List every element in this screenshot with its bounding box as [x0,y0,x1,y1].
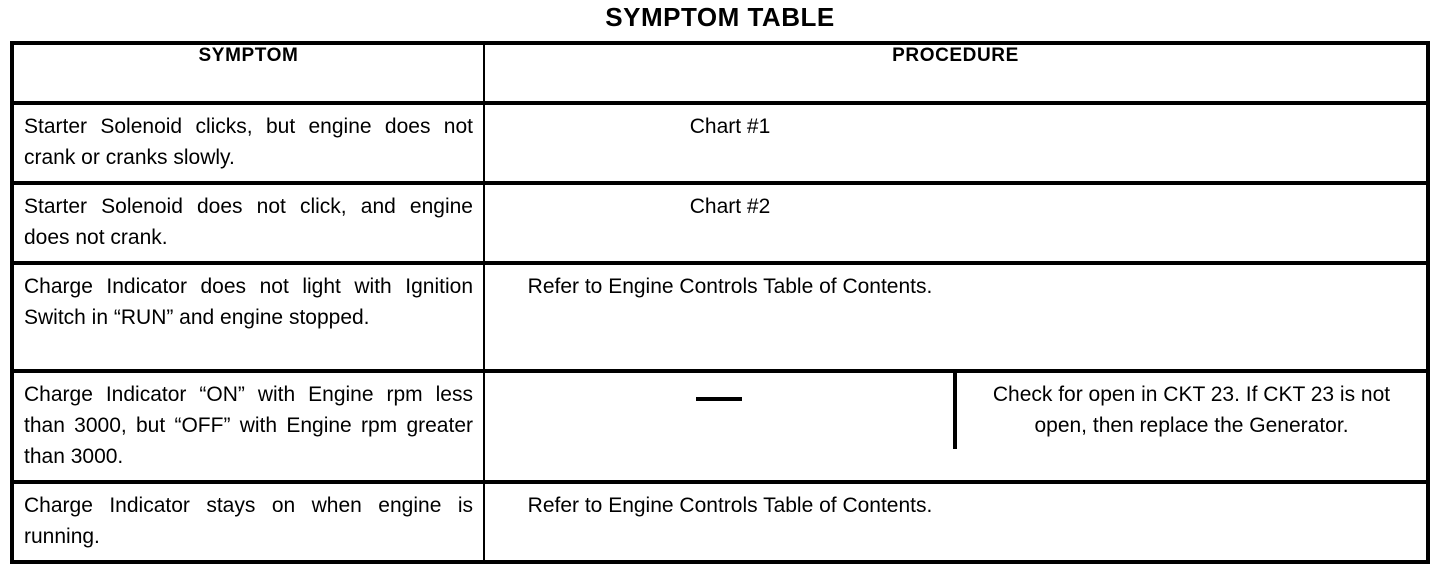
procedure-cell: Chart #2 [483,181,1429,264]
procedure-text: Refer to Engine Controls Table of Conten… [527,494,933,517]
table-row: Starter Solenoid clicks, but engine does… [11,101,1429,184]
procedure-cell: Refer to Engine Controls Table of Conten… [483,480,1429,563]
symptom-cell: Charge Indicator “ON” with Engine rpm le… [11,369,485,483]
symptom-cell: Starter Solenoid clicks, but engine does… [11,101,485,184]
procedure-text: Chart #2 [689,195,771,218]
procedure-text: Chart #1 [689,115,771,138]
procedure-cell-split: Check for open in CKT 23. If CKT 23 is n… [483,369,1429,483]
symptom-text: Charge Indicator does not light with Ign… [24,275,473,329]
symptom-text: Charge Indicator “ON” with Engine rpm le… [24,383,473,468]
table-header: SYMPTOM PROCEDURE [11,42,1429,104]
header-row: SYMPTOM PROCEDURE [11,42,1429,104]
symptom-table: SYMPTOM PROCEDURE Starter Solenoid click… [10,41,1430,564]
column-header-symptom: SYMPTOM [11,42,485,104]
symptom-cell: Starter Solenoid does not click, and eng… [11,181,485,264]
table-body: Starter Solenoid clicks, but engine does… [11,101,1429,563]
symptom-cell: Charge Indicator stays on when engine is… [11,480,485,563]
em-dash-mark [696,397,742,401]
procedure-cell: Chart #1 [483,101,1429,184]
symptom-text: Starter Solenoid clicks, but engine does… [24,115,473,169]
symptom-text: Starter Solenoid does not click, and eng… [24,195,473,249]
symptom-text: Charge Indicator stays on when engine is… [24,494,473,548]
column-header-procedure: PROCEDURE [483,42,1429,104]
procedure-text: Check for open in CKT 23. If CKT 23 is n… [992,383,1391,437]
symptom-cell: Charge Indicator does not light with Ign… [11,261,485,372]
symptom-table-wrapper: SYMPTOM PROCEDURE Starter Solenoid click… [10,41,1430,564]
procedure-subcell-right: Check for open in CKT 23. If CKT 23 is n… [957,373,1426,449]
table-row: Charge Indicator “ON” with Engine rpm le… [11,369,1429,483]
procedure-subcell-left [485,373,957,449]
table-row: Charge Indicator does not light with Ign… [11,261,1429,372]
table-row: Starter Solenoid does not click, and eng… [11,181,1429,264]
procedure-cell: Refer to Engine Controls Table of Conten… [483,261,1429,372]
procedure-text: Refer to Engine Controls Table of Conten… [527,275,933,298]
page-title: SYMPTOM TABLE [605,2,835,32]
table-row: Charge Indicator stays on when engine is… [11,480,1429,563]
